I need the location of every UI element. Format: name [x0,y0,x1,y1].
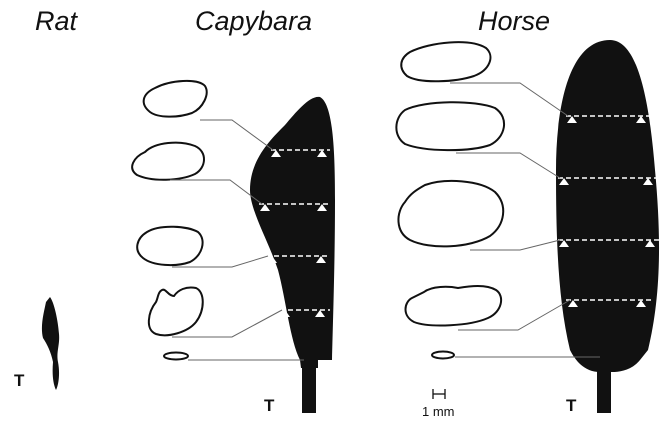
capybara-leader-line-2 [170,180,262,204]
capybara-section-outline-1 [144,81,207,117]
horse-leader-line-2 [456,153,560,178]
horse-section-outline-4 [406,286,502,325]
rat-muscle [42,297,59,390]
title-capybara: Capybara [195,8,312,35]
capybara-tendon-section [164,353,188,360]
horse-tendon-section [432,352,454,359]
horse-tendon-label: T [566,397,576,414]
horse-section-outline-3 [398,181,503,246]
scale-bar-label: 1 mm [422,405,455,418]
title-horse: Horse [478,8,550,35]
capybara-tendon [302,360,316,413]
horse-cross-sections [396,42,504,358]
horse-section-outline-2 [396,102,504,150]
rat-tendon-label: T [14,372,24,389]
horse-tendon [597,360,611,413]
capybara-section-outline-2 [132,143,204,180]
capybara-tendon-label: T [264,397,274,414]
horse-leader-line-3 [470,240,560,250]
capybara-leader-line-3 [172,256,268,267]
capybara-muscle [250,97,335,413]
horse-muscle-belly [556,40,659,372]
capybara-section-outline-4 [149,287,203,335]
capybara-section-outline-3 [137,227,202,265]
capybara-leader-line-1 [200,120,273,150]
horse-leader-line-1 [450,83,568,116]
capybara-muscle-belly [250,97,335,368]
horse-leader-line-4 [458,300,570,330]
capybara-cross-sections [132,81,206,360]
capybara-leader-line-4 [172,310,282,337]
rat-muscle-belly [42,297,59,390]
scale-bar [433,389,445,399]
title-rat: Rat [35,8,77,35]
horse-section-outline-1 [401,42,490,81]
